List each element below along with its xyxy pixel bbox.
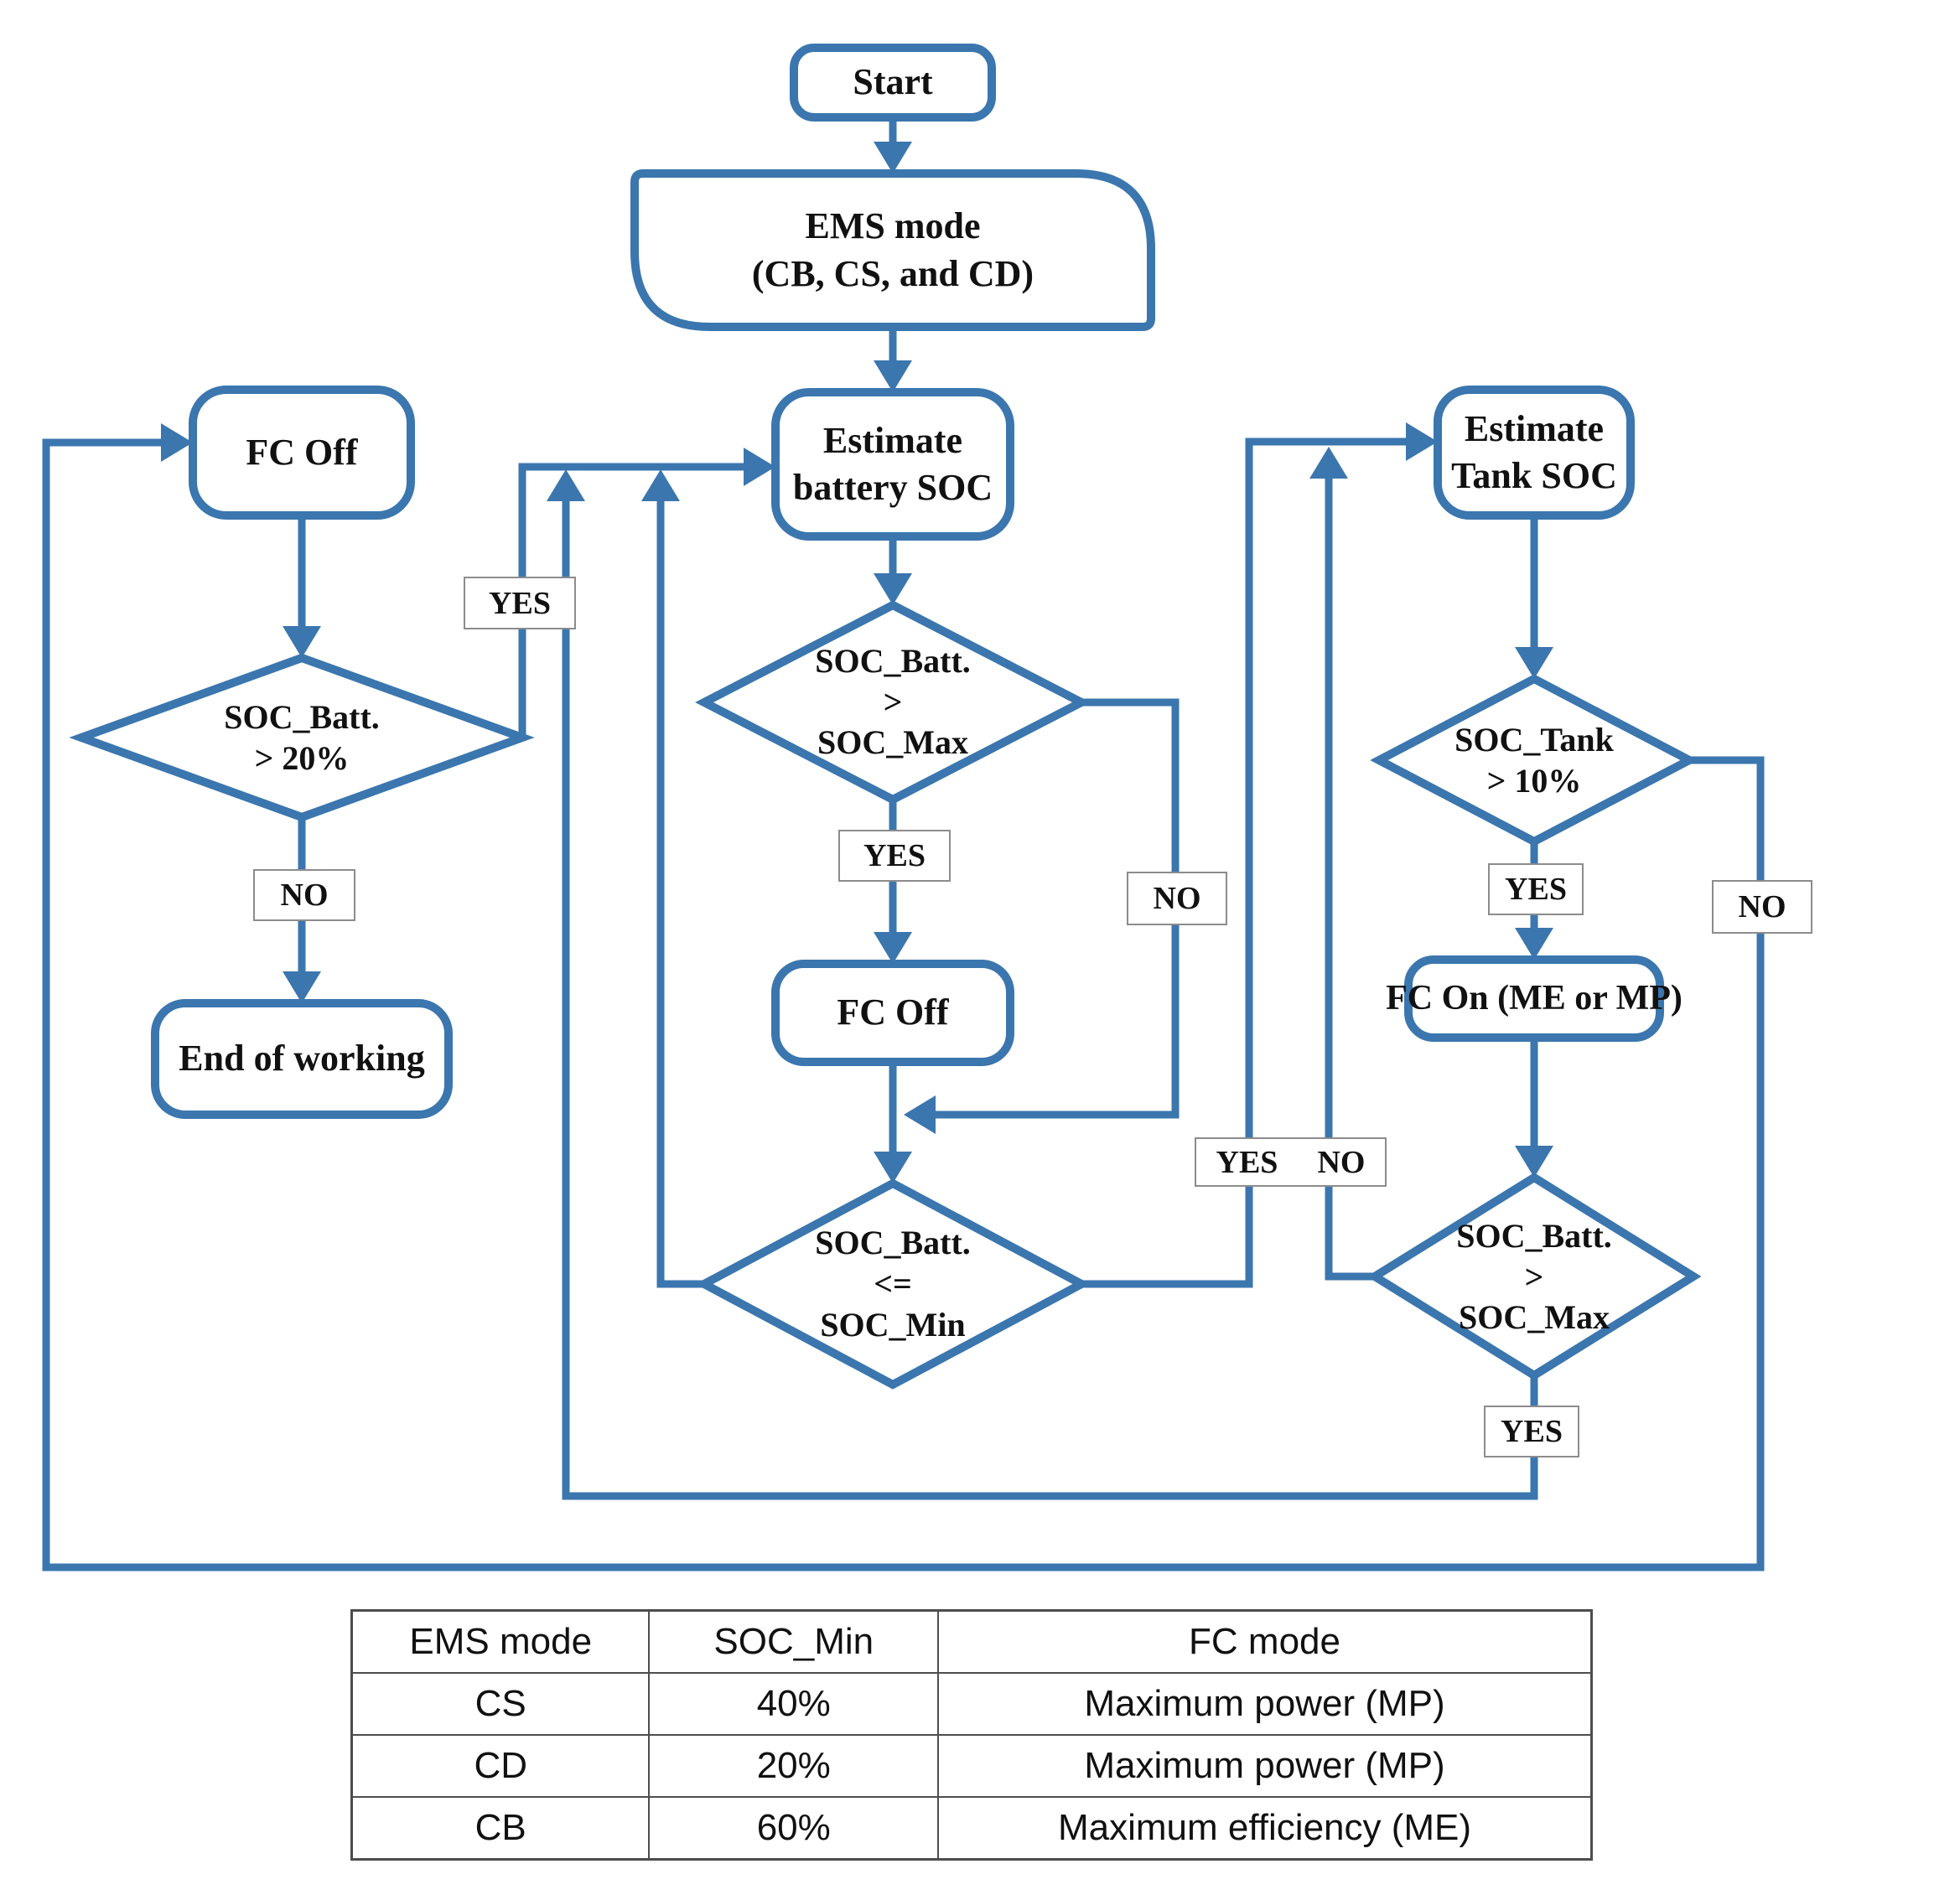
arrowhead-right-icon (161, 423, 193, 462)
arrowhead-up-icon (641, 469, 680, 501)
arrowhead-left-icon (904, 1095, 936, 1134)
arrowhead-down-icon (874, 360, 912, 392)
no-label-tank: NO (1712, 880, 1812, 934)
yes-label-left: YES (464, 577, 576, 629)
decision-batt-gt-20-shape (69, 653, 535, 822)
arrowhead-down-icon (1515, 928, 1553, 960)
yes-label-socmin: YES (1216, 1144, 1278, 1180)
start-node-shape (790, 44, 996, 122)
arrowhead-right-icon (744, 448, 775, 486)
arrowhead-down-icon (874, 573, 912, 605)
yes-label-center: YES (838, 830, 951, 882)
estimate-battery-node-shape (771, 388, 1014, 541)
arrowhead-down-icon (283, 971, 321, 1003)
yes-label-rb-bottom: YES (1484, 1406, 1579, 1457)
arrowhead-down-icon (874, 142, 912, 173)
yes-label-tank: YES (1488, 863, 1584, 915)
arrowhead-up-icon (547, 469, 585, 501)
ems-mode-node-shape (630, 169, 1155, 331)
fc-off-center-node-shape (771, 960, 1014, 1066)
arrowhead-down-icon (874, 1152, 912, 1183)
arrowhead-down-icon (874, 932, 912, 964)
decision-batt-le-min-shape (695, 1178, 1091, 1390)
connector-socmin-no-loop (656, 479, 704, 1288)
arrowhead-up-icon (1309, 447, 1348, 479)
connector-tank-no-outer-loop (42, 438, 1765, 1571)
arrowhead-down-icon (283, 626, 321, 658)
arrowhead-down-icon (1515, 647, 1553, 679)
connector-socmin-yes-tank (1081, 438, 1425, 1288)
end-of-working-node-shape (151, 999, 453, 1119)
table-row: CS 40% Maximum power (MP) (350, 1672, 1593, 1736)
arrowheads (161, 142, 1553, 1183)
table-row: CD 20% Maximum power (MP) (350, 1734, 1593, 1798)
decision-tank-gt-10-shape (1370, 674, 1698, 847)
connector-rb-yes-loop (562, 479, 1538, 1500)
no-label-left: NO (253, 869, 355, 921)
no-label-center: NO (1127, 872, 1227, 925)
connector-rb-no-loop (1325, 457, 1375, 1281)
arrowhead-down-icon (1515, 1146, 1553, 1178)
arrowhead-right-icon (1406, 422, 1438, 461)
decision-batt-gt-max-right-shape (1366, 1173, 1702, 1380)
node-shapes (69, 44, 1702, 1390)
col-header-ems-mode: EMS mode (350, 1609, 651, 1674)
fc-off-left-node-shape (189, 386, 415, 520)
estimate-tank-node-shape (1434, 386, 1635, 520)
no-label-rb: NO (1317, 1144, 1366, 1180)
table-row: CB 60% Maximum efficiency (ME) (350, 1796, 1593, 1861)
connector-left-yes-battery (518, 463, 765, 738)
col-header-soc-min: SOC_Min (648, 1609, 940, 1674)
yes-no-label-combo: YES NO (1195, 1137, 1387, 1187)
decision-batt-gt-max-shape (695, 600, 1091, 805)
col-header-fc-mode: FC mode (937, 1609, 1593, 1674)
fc-on-node-shape (1404, 955, 1664, 1042)
ems-mode-table: EMS mode SOC_Min FC mode CS 40% Maximum … (350, 1609, 1593, 1861)
table-header-row: EMS mode SOC_Min FC mode (350, 1609, 1593, 1674)
